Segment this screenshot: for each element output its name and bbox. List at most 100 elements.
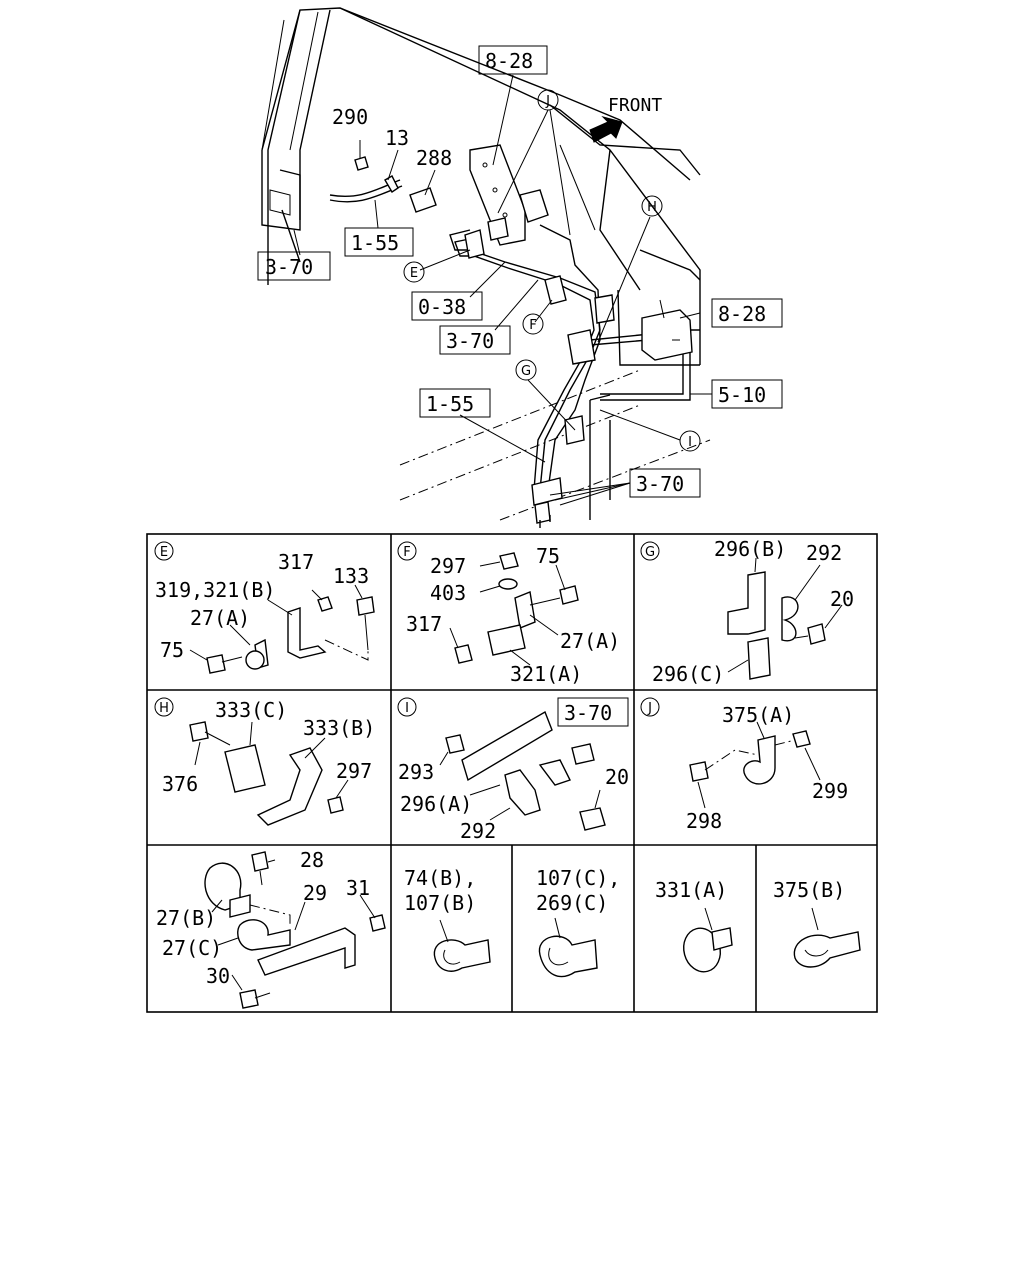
- detail-f-label-27a: 27(A): [560, 629, 620, 653]
- ref-box-1-55-bottom[interactable]: 1-55: [419, 388, 491, 418]
- detail-f-label-317: 317: [406, 612, 442, 636]
- svg-text:3-70: 3-70: [265, 255, 313, 279]
- callout-g[interactable]: G: [515, 359, 537, 381]
- detail-k-label-31: 31: [346, 876, 370, 900]
- detail-h-label-333c: 333(C): [215, 698, 287, 722]
- svg-text:G: G: [645, 545, 655, 560]
- detail-e-callout: E: [154, 541, 174, 561]
- detail-n: 331(A): [655, 878, 733, 973]
- detail-e-label-75: 75: [160, 638, 184, 662]
- detail-k-label-30: 30: [206, 964, 230, 988]
- svg-text:G: G: [521, 364, 531, 379]
- svg-text:F: F: [403, 545, 410, 560]
- detail-i-label-20: 20: [605, 765, 629, 789]
- detail-g-label-296c: 296(C): [652, 662, 724, 686]
- svg-text:E: E: [160, 545, 168, 560]
- detail-e-label-319-321b: 319,321(B): [155, 578, 275, 602]
- callout-f[interactable]: F: [522, 313, 544, 335]
- ref-box-3-70-mid[interactable]: 3-70: [439, 325, 511, 355]
- svg-text:J: J: [647, 701, 652, 716]
- detail-f-label-403: 403: [430, 581, 466, 605]
- detail-k-label-27b: 27(B): [156, 906, 216, 930]
- detail-f-label-297: 297: [430, 554, 466, 578]
- detail-e-label-27a: 27(A): [190, 606, 250, 630]
- svg-text:8-28: 8-28: [718, 302, 766, 326]
- detail-f-label-321a: 321(A): [510, 662, 582, 686]
- detail-g: G 296(B) 292 20 296(C): [640, 537, 854, 686]
- detail-k-label-27c: 27(C): [162, 936, 222, 960]
- detail-g-label-292: 292: [806, 541, 842, 565]
- detail-m: 107(C), 269(C): [536, 866, 620, 978]
- svg-text:H: H: [647, 200, 657, 215]
- callout-h[interactable]: H: [641, 195, 663, 217]
- detail-g-label-20: 20: [830, 587, 854, 611]
- svg-text:1-55: 1-55: [351, 231, 399, 255]
- detail-h-callout: H: [154, 697, 174, 717]
- main-assembly: FRONT 290 13 288 8-28 1-: [257, 7, 783, 528]
- svg-text:1-55: 1-55: [426, 392, 474, 416]
- detail-k: 28 29 31 27(B) 27(C) 30: [156, 848, 386, 1009]
- detail-grid: [146, 533, 878, 1013]
- detail-j-label-375a: 375(A): [722, 703, 794, 727]
- callout-i[interactable]: I: [679, 430, 701, 452]
- detail-o: 375(B): [773, 878, 861, 968]
- detail-f: F 297 75 403 317 27(A) 321(A): [397, 541, 620, 686]
- front-label: FRONT: [608, 95, 662, 116]
- detail-m-label-107c: 107(C),: [536, 866, 620, 890]
- detail-i-label-292: 292: [460, 819, 496, 843]
- detail-h: H 333(C) 333(B) 376 297: [154, 697, 375, 826]
- detail-j: J 375(A) 299 298: [640, 697, 848, 833]
- detail-m-label-269c: 269(C): [536, 891, 608, 915]
- detail-i-label-293: 293: [398, 760, 434, 784]
- detail-g-label-296b: 296(B): [714, 537, 786, 561]
- svg-text:8-28: 8-28: [485, 49, 533, 73]
- svg-text:E: E: [410, 266, 418, 281]
- detail-h-label-376: 376: [162, 772, 198, 796]
- part-290-label: 290: [332, 105, 368, 129]
- detail-i-callout: I: [397, 697, 417, 717]
- svg-text:I: I: [688, 435, 692, 450]
- svg-text:3-70: 3-70: [564, 701, 612, 725]
- detail-l-label-107b: 107(B): [404, 891, 476, 915]
- detail-h-label-297: 297: [336, 759, 372, 783]
- svg-text:3-70: 3-70: [636, 472, 684, 496]
- ref-box-5-10[interactable]: 5-10: [711, 379, 783, 409]
- ref-box-3-70-left[interactable]: 3-70: [257, 251, 331, 281]
- part-288-label: 288: [416, 146, 452, 170]
- svg-text:3-70: 3-70: [446, 329, 494, 353]
- detail-e: E 317 133 319,321(B) 27(A) 75: [154, 541, 375, 674]
- detail-i-label-296a: 296(A): [400, 792, 472, 816]
- detail-k-label-28: 28: [300, 848, 324, 872]
- svg-text:5-10: 5-10: [718, 383, 766, 407]
- ref-box-1-55-left[interactable]: 1-55: [344, 227, 414, 257]
- detail-i-ref-box-3-70[interactable]: 3-70: [557, 697, 629, 727]
- detail-f-callout: F: [397, 541, 417, 561]
- detail-j-callout: J: [640, 697, 660, 717]
- detail-f-label-75: 75: [536, 544, 560, 568]
- detail-n-label-331a: 331(A): [655, 878, 727, 902]
- ref-box-3-70-bottom[interactable]: 3-70: [629, 468, 701, 498]
- svg-text:H: H: [159, 701, 169, 716]
- svg-text:J: J: [545, 94, 550, 109]
- detail-o-label-375b: 375(B): [773, 878, 845, 902]
- callout-e[interactable]: E: [403, 261, 425, 283]
- callout-j[interactable]: J: [537, 89, 559, 111]
- part-13-label: 13: [385, 126, 409, 150]
- ref-box-8-28-right[interactable]: 8-28: [711, 298, 783, 328]
- svg-text:I: I: [405, 701, 409, 716]
- detail-k-label-29: 29: [303, 881, 327, 905]
- detail-l: 74(B), 107(B): [404, 866, 491, 972]
- detail-e-label-317: 317: [278, 550, 314, 574]
- ref-box-8-28-top[interactable]: 8-28: [478, 45, 548, 75]
- detail-h-label-333b: 333(B): [303, 716, 375, 740]
- svg-text:F: F: [529, 318, 536, 333]
- detail-l-label-74b: 74(B),: [404, 866, 476, 890]
- svg-text:0-38: 0-38: [418, 295, 466, 319]
- detail-e-label-133: 133: [333, 564, 369, 588]
- detail-j-label-299: 299: [812, 779, 848, 803]
- ref-box-0-38[interactable]: 0-38: [411, 291, 483, 321]
- detail-g-callout: G: [640, 541, 660, 561]
- front-arrow-icon: [589, 116, 623, 143]
- detail-i: I 3-70 293 20 296(A) 292: [397, 697, 629, 843]
